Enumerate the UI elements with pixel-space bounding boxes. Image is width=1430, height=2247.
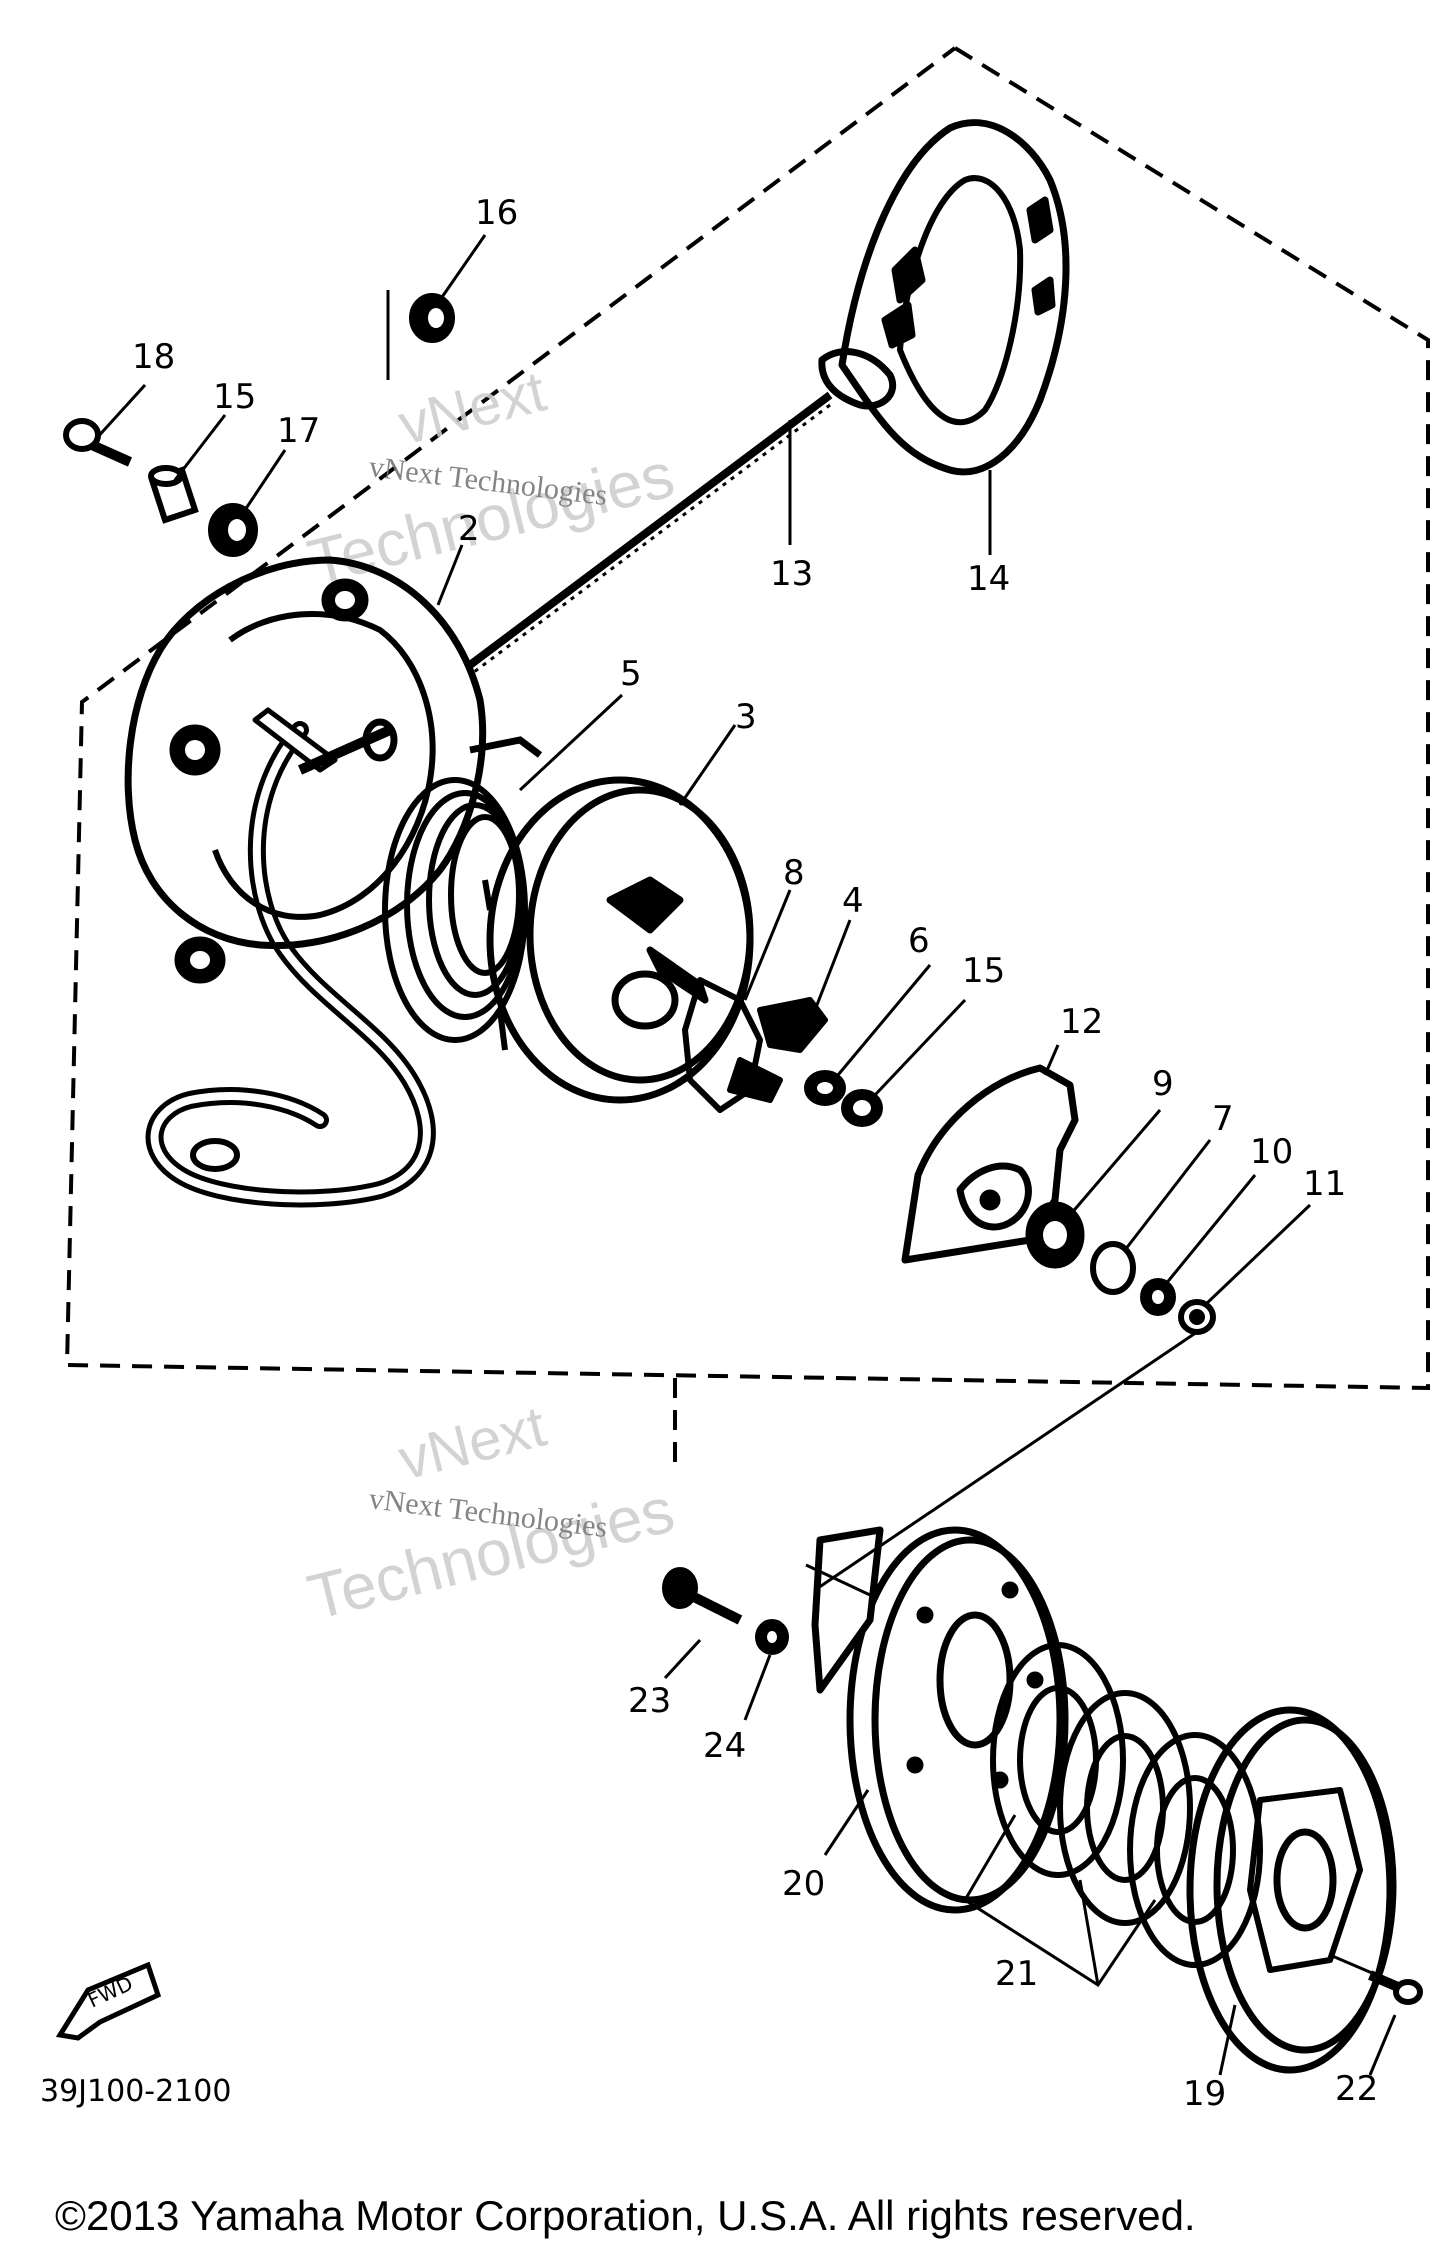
direction-badge: FWD (55, 1961, 162, 2041)
ratchet-pawl (682, 977, 828, 1113)
callout-13: 13 (770, 554, 813, 594)
callout-10: 10 (1250, 1132, 1293, 1172)
watermark-line2: Technologies (301, 438, 681, 598)
bolt-part-22 (1368, 1970, 1423, 2005)
callout-20: 20 (782, 1864, 825, 1904)
callout-9: 9 (1152, 1064, 1174, 1104)
callout-19: 19 (1183, 2074, 1226, 2114)
callout-4: 4 (842, 881, 864, 921)
starter-pulley (482, 776, 754, 1104)
callout-18: 18 (132, 337, 175, 377)
collar-part-16 (148, 465, 199, 524)
copyright: ©2013 Yamaha Motor Corporation, U.S.A. A… (55, 2192, 1196, 2239)
drive-plate (901, 1064, 1079, 1264)
callout-6: 6 (908, 921, 930, 961)
flywheel-part-19 (1186, 1706, 1401, 2074)
bearing-part-9 (1025, 1201, 1085, 1269)
callout-5: 5 (620, 654, 642, 694)
starter-handle (818, 119, 1070, 476)
callout-22: 22 (1335, 2069, 1378, 2109)
starter-pulley-plate (811, 1526, 1069, 1914)
callout-3: 3 (735, 697, 757, 737)
assembly-boundary (64, 46, 1430, 1391)
collar-part-6 (804, 1070, 846, 1106)
callout-17: 17 (277, 411, 320, 451)
washer-part-7 (1090, 1241, 1136, 1295)
nut-part-24 (755, 1619, 789, 1655)
washer-part-15 (841, 1089, 883, 1127)
callout-16: 15 (213, 377, 256, 417)
plate-leader (814, 1328, 1201, 1592)
watermark-line1: vNext (392, 1394, 552, 1493)
grommet-part-17 (409, 293, 455, 343)
callout-14: 14 (967, 559, 1010, 599)
drawing-code: 39J100-2100 (40, 2074, 231, 2109)
callout-21: 21 (995, 1954, 1038, 1994)
callout-12: 12 (1060, 1002, 1103, 1042)
nut-part-11 (1178, 1299, 1216, 1335)
callout-15: 15 (962, 951, 1005, 991)
grommet-part-17 (208, 503, 258, 557)
bolt-part-18 (63, 418, 133, 467)
callout-11: 11 (1303, 1164, 1346, 1204)
starter-case (124, 556, 487, 984)
callout-2: 2 (458, 509, 480, 549)
washer-part-10 (1140, 1278, 1176, 1316)
callout-24: 24 (703, 1726, 746, 1766)
callout-23: 23 (628, 1681, 671, 1721)
callouts: 16 18 15 17 2 13 14 5 3 8 4 6 15 12 9 7 … (132, 193, 1378, 2114)
recoil-spring (382, 736, 543, 1043)
plate-leader (805, 1563, 871, 1597)
watermark-line1: vNext (392, 359, 552, 458)
callout-17: 16 (475, 193, 518, 233)
leader-lines (93, 234, 1397, 2076)
starter-rope (145, 391, 833, 1208)
callout-8: 8 (783, 853, 805, 893)
callout-7: 7 (1212, 1099, 1234, 1139)
shim-stack (990, 1642, 1263, 1968)
bolt-part-23 (662, 1567, 743, 1625)
